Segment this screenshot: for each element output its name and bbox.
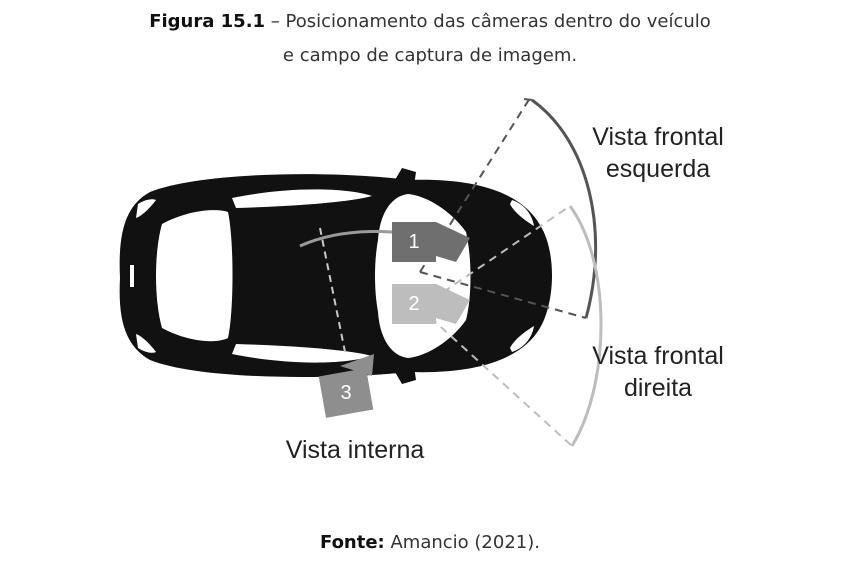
camera-3-marker: 3 [318,354,374,418]
rear-emblem [130,265,134,287]
camera-2-marker: 2 [392,284,470,324]
figure-title-part-1: – Posicionamento das câmeras dentro do v… [265,11,711,32]
left-side-window [232,189,372,208]
car-top-view [119,168,552,384]
front-right-view-label: Vista frontal direita [592,342,724,402]
figure-label: Figura 15.1 [149,11,266,32]
taillight-right [136,334,156,353]
headlight-left [510,200,534,226]
left-mirror [395,168,416,186]
source-label: Fonte: [320,532,385,553]
headlight-right [510,326,534,352]
figure-caption-line-2: e campo de captura de imagem. [282,45,578,66]
camera-1-number: 1 [408,231,419,253]
camera-3-number: 3 [340,382,351,404]
rear-window [156,210,233,342]
figure-caption-line-1: Figura 15.1 – Posicionamento das câmeras… [0,8,860,36]
figure-source: Fonte: Amancio (2021). [0,532,860,553]
front-left-view-label: Vista frontal esquerda [592,123,724,183]
right-side-window [232,344,372,363]
internal-view-label: Vista interna [285,436,425,464]
taillight-left [136,199,156,218]
camera-2-number: 2 [408,293,419,315]
source-text: Amancio (2021). [384,532,540,553]
right-mirror [395,366,416,384]
camera-1-marker: 1 [392,222,470,262]
